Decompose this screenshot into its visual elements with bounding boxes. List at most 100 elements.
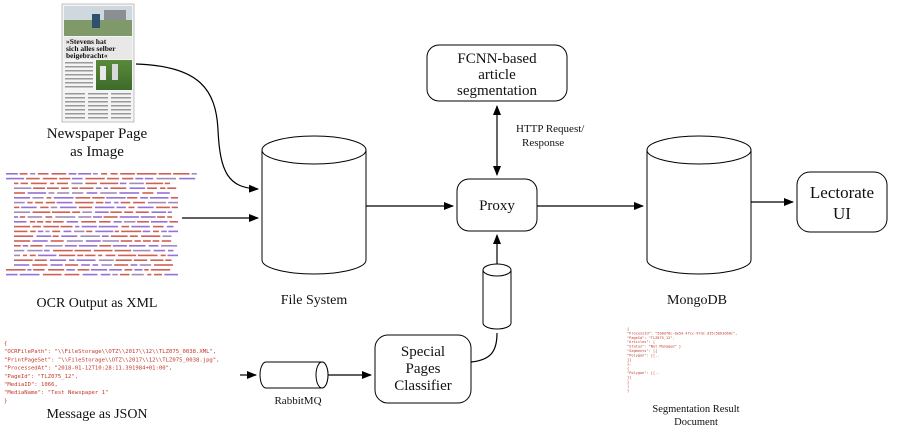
xml-text-stroke (50, 240, 64, 242)
xml-text-stroke (162, 235, 172, 237)
xml-text-stroke (151, 211, 167, 213)
file-system-caption: File System (281, 293, 348, 308)
xml-text-stroke (20, 182, 28, 185)
newspaper-headline-line-3: beigebracht« (66, 51, 108, 60)
xml-text-stroke (53, 249, 73, 252)
xml-text-stroke (60, 225, 73, 228)
ocr-output-caption: OCR Output as XML (37, 296, 158, 311)
xml-text-stroke (160, 254, 166, 257)
xml-text-stroke (129, 187, 146, 189)
newspaper-page-image: »Stevens hat sich alles selber beigebrac… (61, 3, 135, 123)
mongodb-cylinder (646, 135, 752, 275)
xml-text-stroke (133, 249, 151, 252)
xml-text-stroke (114, 201, 119, 204)
newspaper-headline-line-1: »Stevens hat (66, 37, 107, 46)
lectorate-label-line-2: UI (833, 204, 851, 223)
xml-text-stroke (66, 269, 75, 271)
xml-text-stroke (27, 269, 32, 271)
xml-text-stroke (137, 221, 149, 223)
xml-text-stroke (100, 273, 111, 276)
xml-text-stroke (48, 192, 55, 194)
xml-text-stroke (14, 235, 34, 237)
xml-text-stroke (50, 206, 58, 209)
xml-text-stroke (27, 216, 43, 218)
xml-text-stroke (131, 225, 150, 228)
xml-text-stroke (35, 201, 44, 204)
xml-text-stroke (14, 249, 25, 252)
xml-text-stroke (98, 225, 119, 228)
xml-text-stroke (110, 235, 128, 237)
xml-text-stroke (140, 197, 148, 199)
xml-text-stroke (156, 206, 170, 209)
xml-text-stroke (19, 216, 26, 218)
xml-text-stroke (124, 269, 133, 271)
xml-text-stroke (131, 273, 144, 276)
xml-text-stroke (14, 230, 28, 233)
xml-text-stroke (110, 211, 122, 213)
message-json-line: "MediaID": 1066, (4, 382, 58, 388)
xml-text-stroke (45, 245, 63, 247)
xml-text-stroke (38, 254, 57, 257)
xml-text-stroke (150, 269, 171, 271)
xml-text-stroke (153, 249, 166, 252)
message-json-line: "OCRFilePath": "\\FileStorage\\OTZ\\2017… (4, 349, 216, 355)
xml-text-stroke (119, 182, 127, 185)
xml-text-stroke (36, 235, 52, 237)
message-json-caption: Message as JSON (46, 407, 147, 422)
xml-text-stroke (137, 254, 158, 257)
xml-text-stroke (112, 273, 118, 276)
xml-text-stroke (78, 216, 92, 218)
xml-text-stroke (22, 245, 29, 247)
xml-text-stroke (45, 216, 53, 218)
xml-text-stroke (60, 206, 77, 209)
mongodb-caption: MongoDB (667, 293, 727, 308)
xml-text-stroke (64, 273, 80, 276)
xml-text-stroke (142, 240, 151, 242)
xml-text-stroke (14, 259, 33, 261)
ocr-xml-image (4, 170, 197, 290)
xml-text-stroke (170, 197, 178, 199)
arrow-newspaper-to-filesystem (135, 63, 259, 193)
xml-text-stroke (75, 197, 91, 199)
xml-text-stroke (142, 230, 151, 233)
xml-text-stroke (82, 273, 98, 276)
fcnn-label-line-1: FCNN-based (457, 51, 537, 67)
xml-text-stroke (75, 201, 94, 204)
xml-text-stroke (121, 230, 142, 233)
xml-text-stroke (110, 173, 118, 175)
proxy-label: Proxy (479, 198, 515, 214)
xml-text-stroke (93, 173, 98, 175)
segmentation-result-line: "Polygon": [[.. (627, 371, 659, 375)
xml-text-stroke (81, 221, 97, 223)
xml-text-stroke (129, 235, 138, 237)
rabbitmq-queue-tube (259, 361, 329, 389)
xml-text-stroke (104, 201, 111, 204)
segmentation-result-line: "ProcessId": "5b8df8c-0e5d-4fcc-97dc-d35… (627, 331, 737, 335)
xml-text-stroke (161, 230, 167, 233)
xml-text-stroke (33, 187, 45, 189)
xml-text-stroke (86, 230, 93, 233)
segmentation-result-line: } (627, 380, 629, 384)
xml-text-stroke (171, 206, 178, 209)
xml-text-stroke (14, 206, 20, 209)
segmentation-result-line: "Polygon": [[.. (627, 353, 659, 357)
xml-text-stroke (114, 249, 132, 252)
xml-text-stroke (57, 192, 70, 194)
vertical-queue-tube (482, 263, 512, 330)
xml-text-stroke (40, 206, 49, 209)
xml-text-stroke (147, 187, 157, 189)
xml-text-stroke (179, 177, 196, 180)
xml-text-stroke (115, 259, 132, 261)
xml-text-stroke (50, 264, 63, 266)
xml-text-stroke (78, 245, 98, 247)
rabbitmq-caption: RabbitMQ (274, 395, 321, 407)
xml-text-stroke (101, 235, 109, 237)
xml-text-stroke (120, 240, 133, 242)
xml-text-stroke (34, 259, 47, 261)
xml-text-stroke (164, 273, 178, 276)
xml-text-stroke (90, 269, 108, 271)
xml-text-stroke (14, 192, 25, 194)
xml-text-stroke (26, 177, 40, 180)
xml-text-stroke (85, 240, 101, 242)
xml-text-stroke (153, 230, 159, 233)
